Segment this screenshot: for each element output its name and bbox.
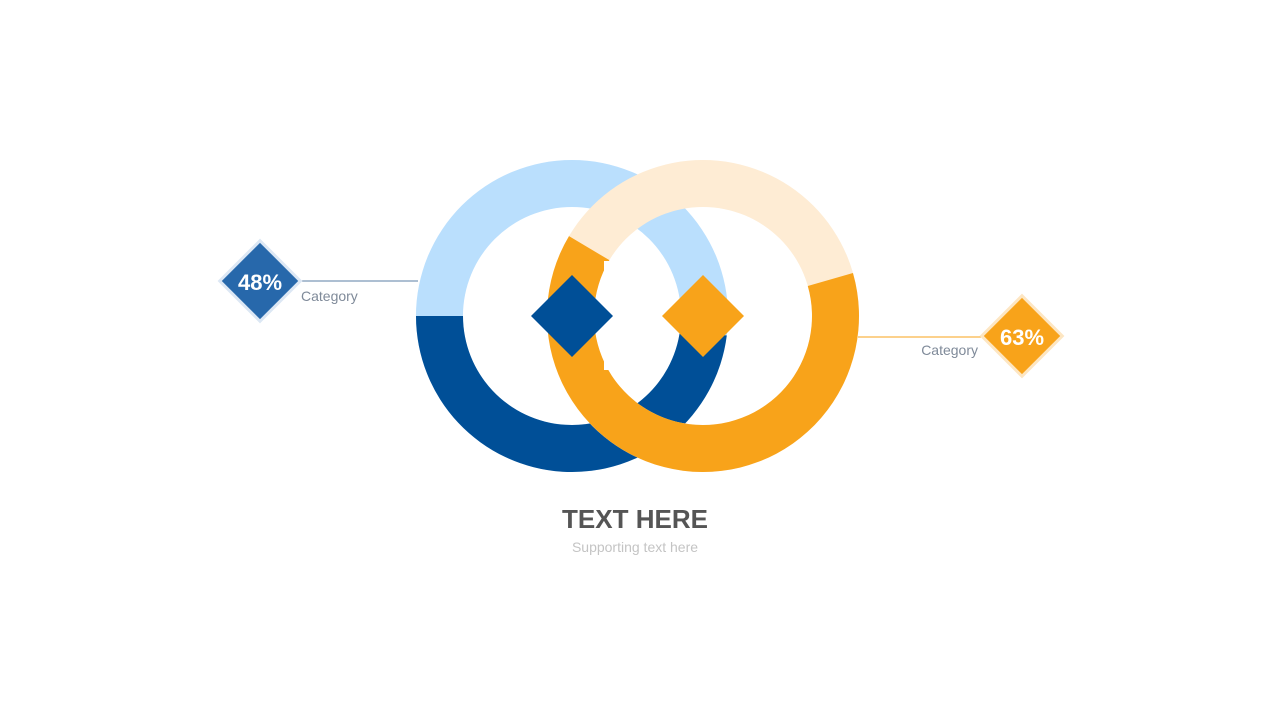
ring-gap-top: [604, 261, 662, 271]
chart-title: TEXT HERE: [562, 504, 708, 534]
ring-orange-value-arc: [547, 236, 859, 472]
badge-left-value: 48%: [238, 270, 282, 295]
center-diamond-blue: [530, 274, 614, 358]
category-label-right: Category: [921, 342, 978, 358]
chart-subtitle: Supporting text here: [572, 539, 698, 555]
badge-right-value: 63%: [1000, 325, 1044, 350]
ring-orange: [546, 159, 860, 472]
ring-gap-bottom: [604, 360, 662, 370]
center-diamond-orange: [661, 274, 745, 358]
category-label-left: Category: [301, 288, 358, 304]
